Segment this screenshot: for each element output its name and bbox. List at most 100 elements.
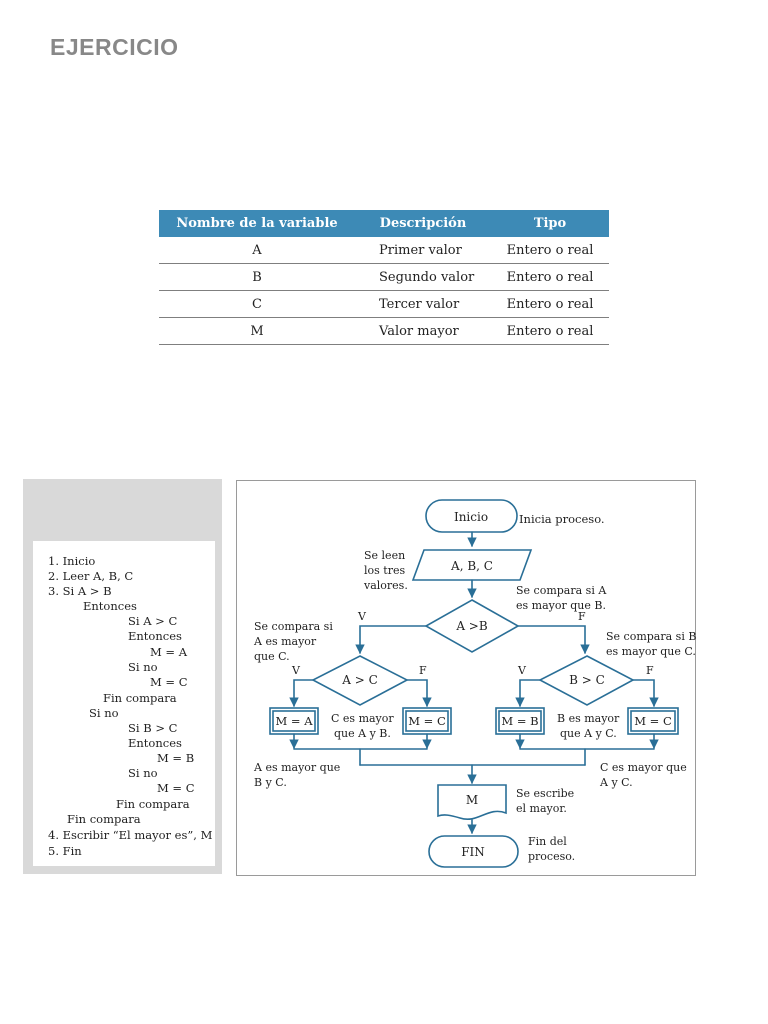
algorithm-step: Entonces	[128, 629, 182, 643]
cell-variable-name: M	[159, 317, 355, 345]
cell-variable-name: C	[159, 290, 355, 318]
algorithm-step: Si no	[128, 660, 158, 674]
process-m-c	[402, 707, 452, 735]
table-header-row: Nombre de la variable Descripción Tipo	[159, 210, 609, 237]
branch-label-false: F	[419, 664, 427, 677]
cond-ac-note-line: que C.	[254, 650, 290, 663]
branch-label-false: F	[578, 610, 586, 623]
cond-ac-note-line: Se compara si	[254, 620, 333, 633]
branch-label-true: V	[291, 664, 301, 677]
output-note-line: Se escribe	[516, 787, 574, 800]
input-parallelogram	[411, 549, 533, 581]
header-variable-name: Nombre de la variable	[159, 210, 355, 237]
a-bc-note-line: A es mayor que	[253, 761, 340, 774]
b-ac-note-line: que A y C.	[560, 727, 617, 740]
start-label: Inicio	[454, 510, 488, 524]
table-row: C Tercer valor Entero o real	[159, 290, 609, 318]
branch-label-false: F	[646, 664, 654, 677]
input-label: A, B, C	[450, 559, 493, 573]
end-label: FIN	[461, 845, 485, 859]
cell-type: Entero o real	[491, 317, 609, 345]
decision-a-b-label: A >B	[455, 619, 488, 633]
cond-ab-note-line: es mayor que B.	[516, 599, 606, 612]
algorithm-step: 3. Si A > B	[48, 584, 112, 598]
header-type: Tipo	[491, 210, 609, 237]
decision-b-c-label: B > C	[569, 673, 605, 687]
branch-label-true: V	[517, 664, 527, 677]
algorithm-step: M = B	[157, 751, 195, 765]
process-m-c-2-inner	[630, 710, 676, 732]
flow-arrow-true	[515, 679, 541, 707]
end-note-line: proceso.	[528, 850, 575, 863]
cell-variable-name: B	[159, 263, 355, 291]
cell-description: Valor mayor	[355, 317, 491, 345]
cell-description: Segundo valor	[355, 263, 491, 291]
process-m-a-label: M = A	[275, 714, 313, 728]
flow-arrow-true	[355, 625, 427, 654]
output-label: M	[466, 793, 478, 807]
algorithm-step: 5. Fin	[48, 844, 82, 858]
cell-type: Entero o real	[491, 237, 609, 264]
decision-a-b	[424, 599, 520, 653]
cell-type: Entero o real	[491, 263, 609, 291]
cell-description: Primer valor	[355, 237, 491, 264]
input-note-line: Se leen	[364, 549, 405, 562]
process-m-c-label: M = C	[408, 714, 446, 728]
flowchart-frame	[236, 480, 696, 876]
flow-arrow-false	[632, 679, 659, 707]
output-document	[437, 784, 507, 821]
process-m-b-label: M = B	[501, 714, 538, 728]
cond-ac-note-line: A es mayor	[253, 635, 317, 648]
process-m-c-2-label: M = C	[634, 714, 672, 728]
process-m-c-2	[627, 707, 679, 735]
algorithm-step: M = C	[150, 675, 188, 689]
table-row: B Segundo valor Entero o real	[159, 263, 609, 291]
branch-label-true: V	[357, 610, 367, 623]
algorithm-step: 4. Escribir “El mayor es”, M	[48, 828, 213, 842]
decision-b-c	[538, 655, 635, 706]
end-terminal	[428, 835, 519, 868]
process-m-a-inner	[272, 710, 316, 732]
cond-bc-note-line: es mayor que C.	[606, 645, 696, 658]
process-m-c-inner	[405, 710, 449, 732]
algorithm-step: 2. Leer A, B, C	[48, 569, 134, 583]
cond-ab-note-line: Se compara si A	[516, 584, 607, 597]
algorithm-step: 1. Inicio	[48, 554, 96, 568]
algorithm-step: Entonces	[128, 736, 182, 750]
page-title: EJERCICIO	[50, 34, 179, 60]
c-ab-note-line: que A y B.	[334, 727, 391, 740]
flow-arrow-true	[289, 679, 314, 707]
algorithm-step: Fin compara	[67, 812, 141, 826]
process-m-b-inner	[498, 710, 542, 732]
algorithm-step: Si no	[89, 706, 119, 720]
c-ab-note-line: C es mayor	[331, 712, 394, 725]
algorithm-step: M = A	[150, 645, 188, 659]
algorithm-step: M = C	[157, 781, 195, 795]
table-row: A Primer valor Entero o real	[159, 237, 609, 264]
end-note-line: Fin del	[528, 835, 567, 848]
c-abc-note-line: C es mayor que	[600, 761, 687, 774]
start-note: Inicia proceso.	[519, 512, 605, 526]
c-abc-note-line: A y C.	[599, 776, 633, 789]
algorithm-box	[33, 541, 215, 866]
algorithm-step: Entonces	[83, 599, 137, 613]
flow-arrow-false	[517, 625, 590, 654]
algorithm-step: Si B > C	[128, 721, 178, 735]
header-description: Descripción	[355, 210, 491, 237]
input-note-line: valores.	[363, 579, 408, 592]
variables-table: Nombre de la variable Descripción Tipo A…	[159, 210, 609, 345]
process-m-a	[269, 707, 319, 735]
algorithm-step: Fin compara	[116, 797, 190, 811]
decision-a-c	[311, 655, 409, 706]
flow-arrow-false	[406, 679, 432, 707]
cell-description: Tercer valor	[355, 290, 491, 318]
decision-a-c-label: A > C	[341, 673, 378, 687]
algorithm-step: Fin compara	[103, 691, 177, 705]
cell-variable-name: A	[159, 237, 355, 264]
cond-bc-note-line: Se compara si B	[606, 630, 696, 643]
algorithm-step: Si no	[128, 766, 158, 780]
start-terminal	[425, 499, 518, 533]
input-note-line: los tres	[364, 564, 405, 577]
cell-type: Entero o real	[491, 290, 609, 318]
